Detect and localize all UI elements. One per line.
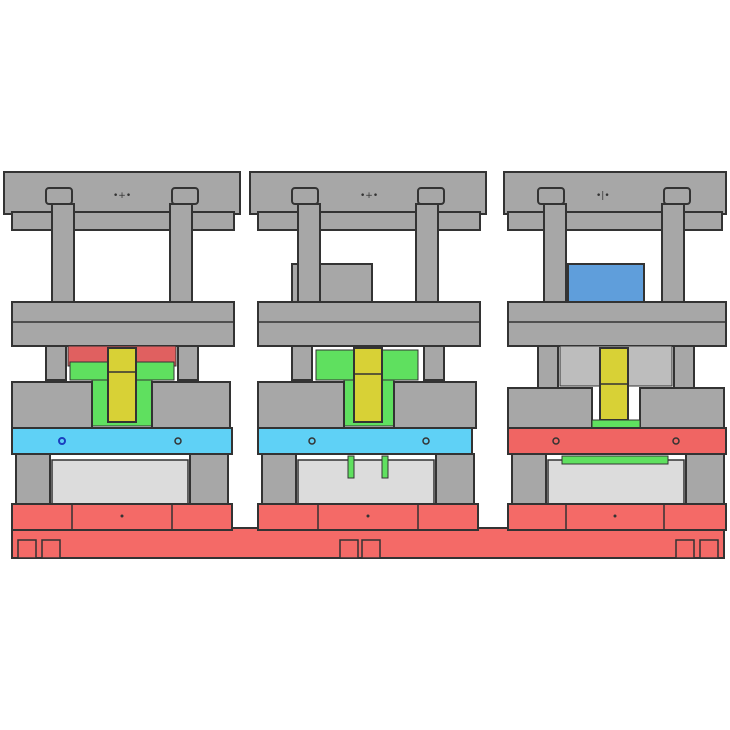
guide-pillar-right — [169, 187, 199, 305]
lower-cavity — [511, 453, 725, 507]
feet — [339, 539, 381, 559]
middle-plate — [257, 301, 481, 347]
bolt-icon — [552, 437, 560, 445]
feet — [17, 539, 61, 559]
punch — [353, 347, 383, 423]
bolt-icon — [174, 437, 182, 445]
die-unit-1: •+• — [3, 171, 241, 559]
die-unit-2: •+• — [249, 171, 487, 559]
screw-mark-icon: •|• — [596, 191, 610, 201]
workpiece-block — [567, 263, 645, 303]
die-block — [507, 387, 725, 429]
stripper-plate — [507, 427, 727, 455]
lower-guides — [45, 345, 199, 381]
lower-plate — [507, 503, 727, 531]
bolt-icon — [672, 437, 680, 445]
lower-plate — [11, 503, 233, 531]
lower-cavity — [15, 453, 229, 507]
lower-guides — [291, 345, 445, 381]
stripper-plate — [257, 427, 473, 455]
die-block — [11, 381, 231, 429]
guide-pillar-left — [537, 187, 567, 305]
lower-cavity — [261, 453, 475, 507]
middle-plate — [11, 301, 235, 347]
bolt-icon — [58, 437, 66, 445]
die-block — [257, 381, 477, 429]
screw-mark-icon: •+• — [360, 191, 378, 201]
feet — [675, 539, 719, 559]
die-unit-3: •|• — [503, 171, 727, 559]
middle-plate — [507, 301, 727, 347]
bolt-icon — [308, 437, 316, 445]
top-plate: •+• — [3, 171, 241, 231]
guide-pillar-left — [45, 187, 75, 305]
top-plate: •+• — [249, 171, 487, 231]
punch — [599, 347, 629, 421]
screw-mark-icon: •+• — [113, 191, 131, 201]
bolt-icon — [422, 437, 430, 445]
punch — [107, 347, 137, 423]
stripper-plate — [11, 427, 233, 455]
lower-plate — [257, 503, 479, 531]
